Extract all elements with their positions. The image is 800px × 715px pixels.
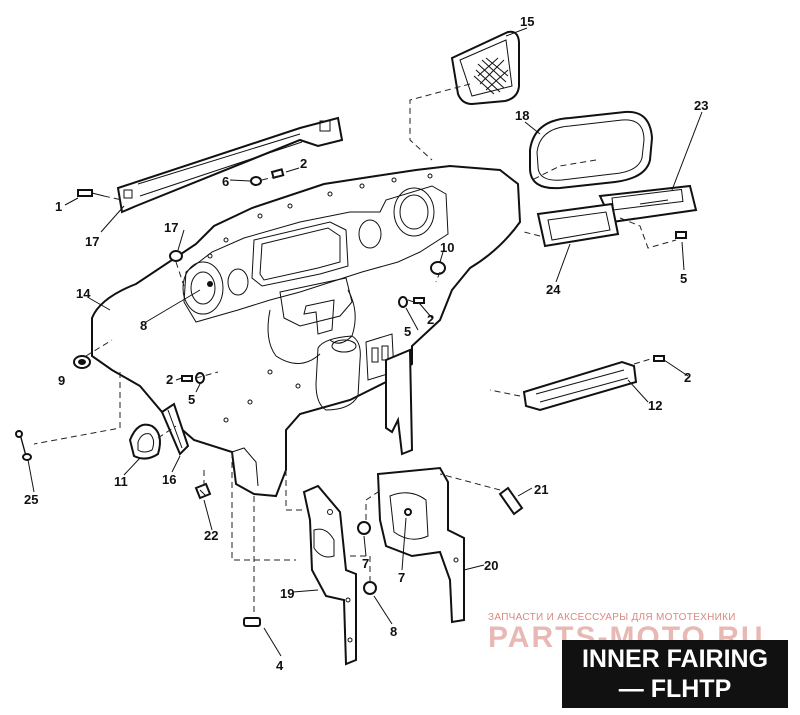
part-18-speaker-ring bbox=[529, 110, 654, 190]
part-2-screw-b bbox=[413, 297, 425, 304]
title-line-1: INNER FAIRING bbox=[581, 645, 769, 673]
alignment-lines bbox=[33, 83, 677, 616]
part-2-screw-c bbox=[181, 375, 193, 382]
part-1-screw bbox=[77, 189, 105, 197]
part-17-nut bbox=[169, 250, 183, 262]
part-5-washer-a bbox=[398, 296, 408, 308]
callout-19: 19 bbox=[280, 586, 294, 601]
callout-17: 17 bbox=[164, 220, 178, 235]
part-23-radio-bezel bbox=[598, 184, 698, 224]
part-2-screw-a bbox=[270, 168, 285, 180]
part-22-clip bbox=[194, 482, 212, 500]
callout-2d: 2 bbox=[684, 370, 691, 385]
callout-20: 20 bbox=[484, 558, 498, 573]
callout-22: 22 bbox=[204, 528, 218, 543]
title-line-2: — FLHTP bbox=[618, 675, 732, 703]
part-21-bumper bbox=[498, 486, 524, 516]
part-7-nut-a bbox=[357, 521, 371, 535]
leader-lines bbox=[27, 27, 703, 657]
callout-labels: 15 18 23 24 5 1 17 6 2 17 14 8 10 5 2 9 … bbox=[24, 14, 708, 673]
part-7-nut-b bbox=[404, 508, 412, 516]
part-8-nut bbox=[363, 581, 377, 595]
callout-7a: 7 bbox=[362, 556, 369, 571]
callout-11: 11 bbox=[114, 474, 128, 489]
callout-9: 9 bbox=[58, 373, 65, 388]
callout-21: 21 bbox=[534, 482, 548, 497]
part-16-bracket bbox=[116, 116, 344, 214]
callout-25: 25 bbox=[24, 492, 38, 507]
part-6-washer bbox=[250, 176, 262, 186]
part-11-grommet bbox=[128, 423, 161, 460]
part-12-trim-strip bbox=[522, 360, 638, 412]
callout-2c: 2 bbox=[166, 372, 173, 387]
callout-23: 23 bbox=[694, 98, 708, 113]
part-25-clip bbox=[15, 430, 32, 461]
callout-8a: 8 bbox=[140, 318, 147, 333]
callout-1: 1 bbox=[55, 199, 62, 214]
callout-3: 4 bbox=[276, 658, 284, 673]
part-15-trim-strip bbox=[160, 402, 190, 456]
part-24-radio-trim bbox=[536, 202, 620, 248]
callout-7b: 7 bbox=[398, 570, 405, 585]
callout-2a: 2 bbox=[300, 156, 307, 171]
callout-13: 14 bbox=[76, 286, 91, 301]
callout-15: 16 bbox=[162, 472, 176, 487]
part-3-screw bbox=[243, 617, 261, 627]
part-10-grommet bbox=[430, 261, 446, 275]
callout-4: 5 bbox=[680, 271, 687, 286]
callout-8b: 8 bbox=[390, 624, 397, 639]
callout-10: 10 bbox=[440, 240, 454, 255]
part-2-screw-d bbox=[653, 355, 665, 362]
callout-2b: 2 bbox=[427, 312, 434, 327]
callout-18: 18 bbox=[515, 108, 529, 123]
diagram-title-box: INNER FAIRING — FLHTP bbox=[562, 640, 788, 708]
callout-6: 6 bbox=[222, 174, 229, 189]
callout-5a: 5 bbox=[404, 324, 411, 339]
part-14-speaker-grille bbox=[450, 30, 520, 106]
part-13-inner-fairing bbox=[91, 164, 522, 498]
callout-12: 12 bbox=[648, 398, 662, 413]
callout-24: 24 bbox=[546, 282, 561, 297]
callout-16: 17 bbox=[85, 234, 99, 249]
watermark-tagline: ЗАПЧАСТИ И АКСЕССУАРЫ ДЛЯ МОТОТЕХНИКИ bbox=[488, 612, 736, 623]
part-9-plug bbox=[73, 355, 91, 369]
callout-5b: 5 bbox=[188, 392, 195, 407]
part-4-screw bbox=[675, 231, 687, 239]
part-20-lower-bracket bbox=[376, 466, 465, 624]
part-19-lower-bracket bbox=[302, 484, 357, 666]
callout-14: 15 bbox=[520, 14, 534, 29]
